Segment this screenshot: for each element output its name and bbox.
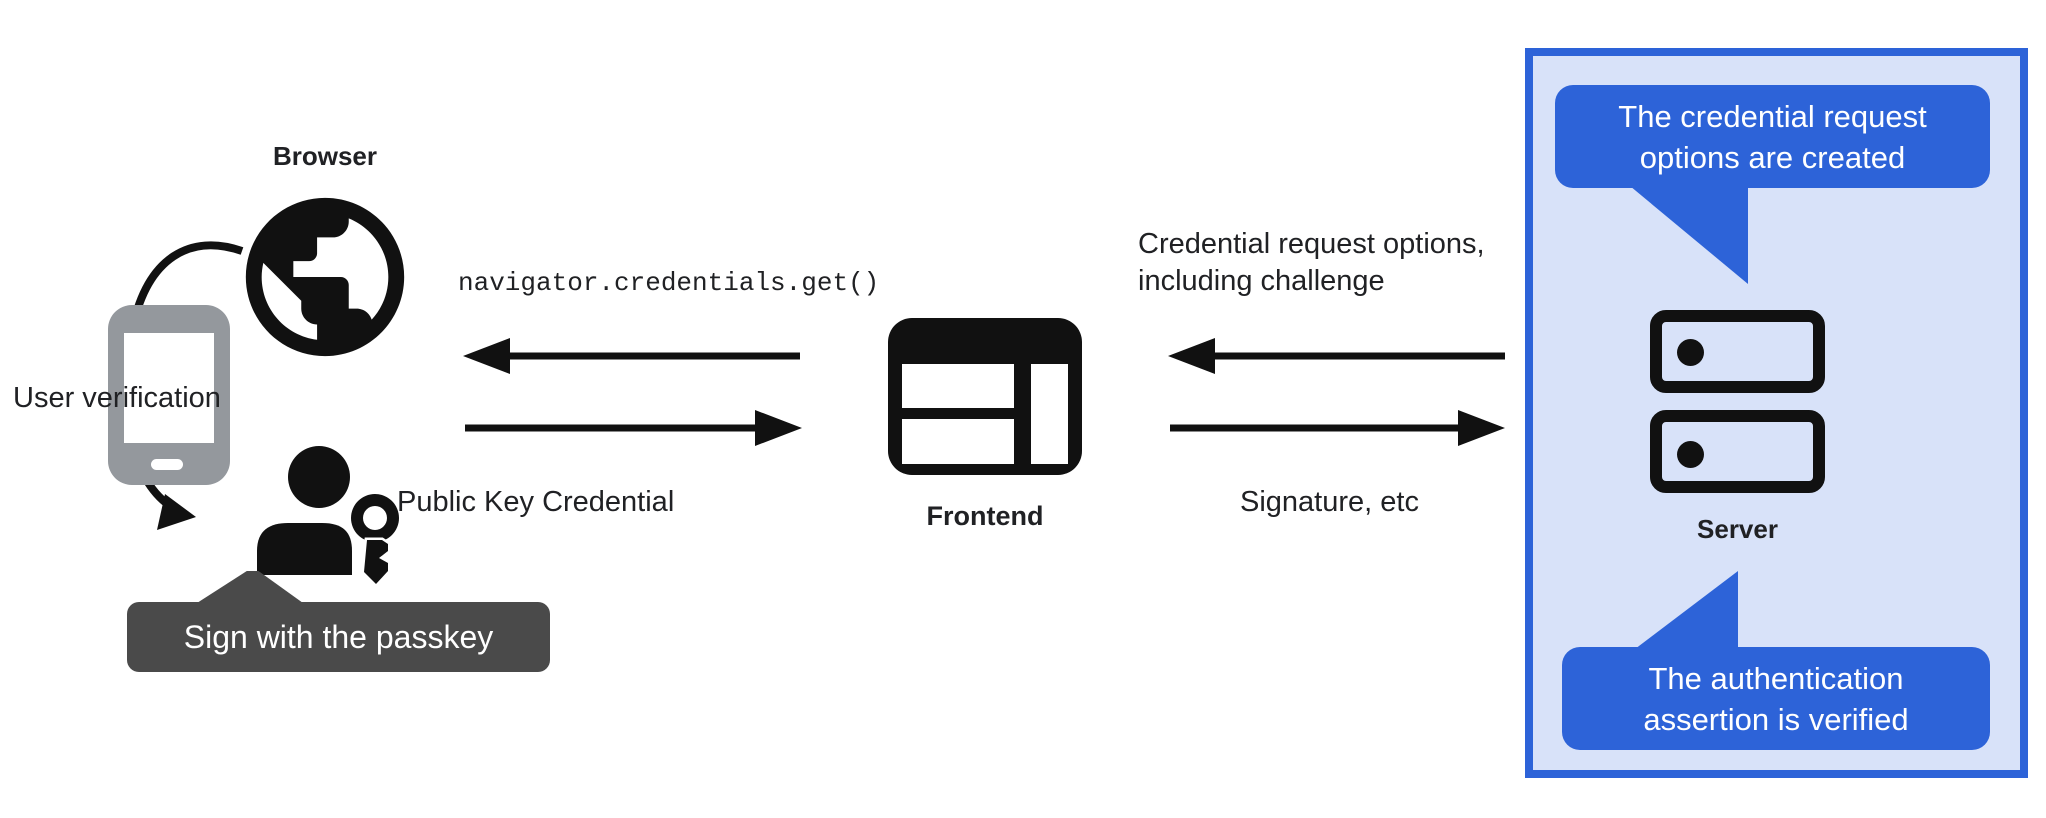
server-stack-icon <box>1650 310 1825 393</box>
server-bubble-bottom-text: The authentication assertion is verified <box>1643 660 1909 737</box>
browser-window-icon <box>888 318 1082 475</box>
server-stack-icon <box>1650 410 1825 493</box>
key-icon <box>348 491 402 588</box>
smartphone-home-bar <box>151 459 183 470</box>
arrow-browser-to-frontend <box>465 410 802 446</box>
browser-label: Browser <box>272 141 378 171</box>
user-verification-label: User verification <box>13 382 221 414</box>
credential-request-line1: Credential request options, <box>1138 228 1485 260</box>
public-key-credential-text: Public Key Credential <box>397 486 675 518</box>
person-with-key-icon <box>257 446 402 588</box>
server-led-dot <box>1677 441 1704 468</box>
frontend-label: Frontend <box>926 501 1044 531</box>
arrow-frontend-to-browser <box>463 338 800 374</box>
navigator-credentials-get-text: navigator.credentials.get() <box>458 268 880 298</box>
smartphone-icon <box>108 305 230 485</box>
passkey-tooltip: Sign with the passkey <box>127 602 550 672</box>
browser-window-pane <box>1031 364 1068 464</box>
credential-request-line2: including challenge <box>1138 265 1385 297</box>
credential-request-options-text: Credential request options, including ch… <box>1138 226 1485 300</box>
browser-window-pane <box>902 419 1014 464</box>
arrow-server-to-frontend <box>1168 338 1505 374</box>
server-led-dot <box>1677 339 1704 366</box>
server-bubble-bottom: The authentication assertion is verified <box>1562 647 1990 750</box>
server-bubble-top-text: The credential request options are creat… <box>1618 98 1927 175</box>
server-label: Server <box>1697 514 1778 544</box>
browser-window-pane <box>902 364 1014 408</box>
passkey-tooltip-text: Sign with the passkey <box>183 618 494 655</box>
server-bubble-top: The credential request options are creat… <box>1555 85 1990 188</box>
signature-etc-text: Signature, etc <box>1240 486 1419 518</box>
globe-icon <box>245 197 405 357</box>
arrow-frontend-to-server <box>1170 410 1505 446</box>
